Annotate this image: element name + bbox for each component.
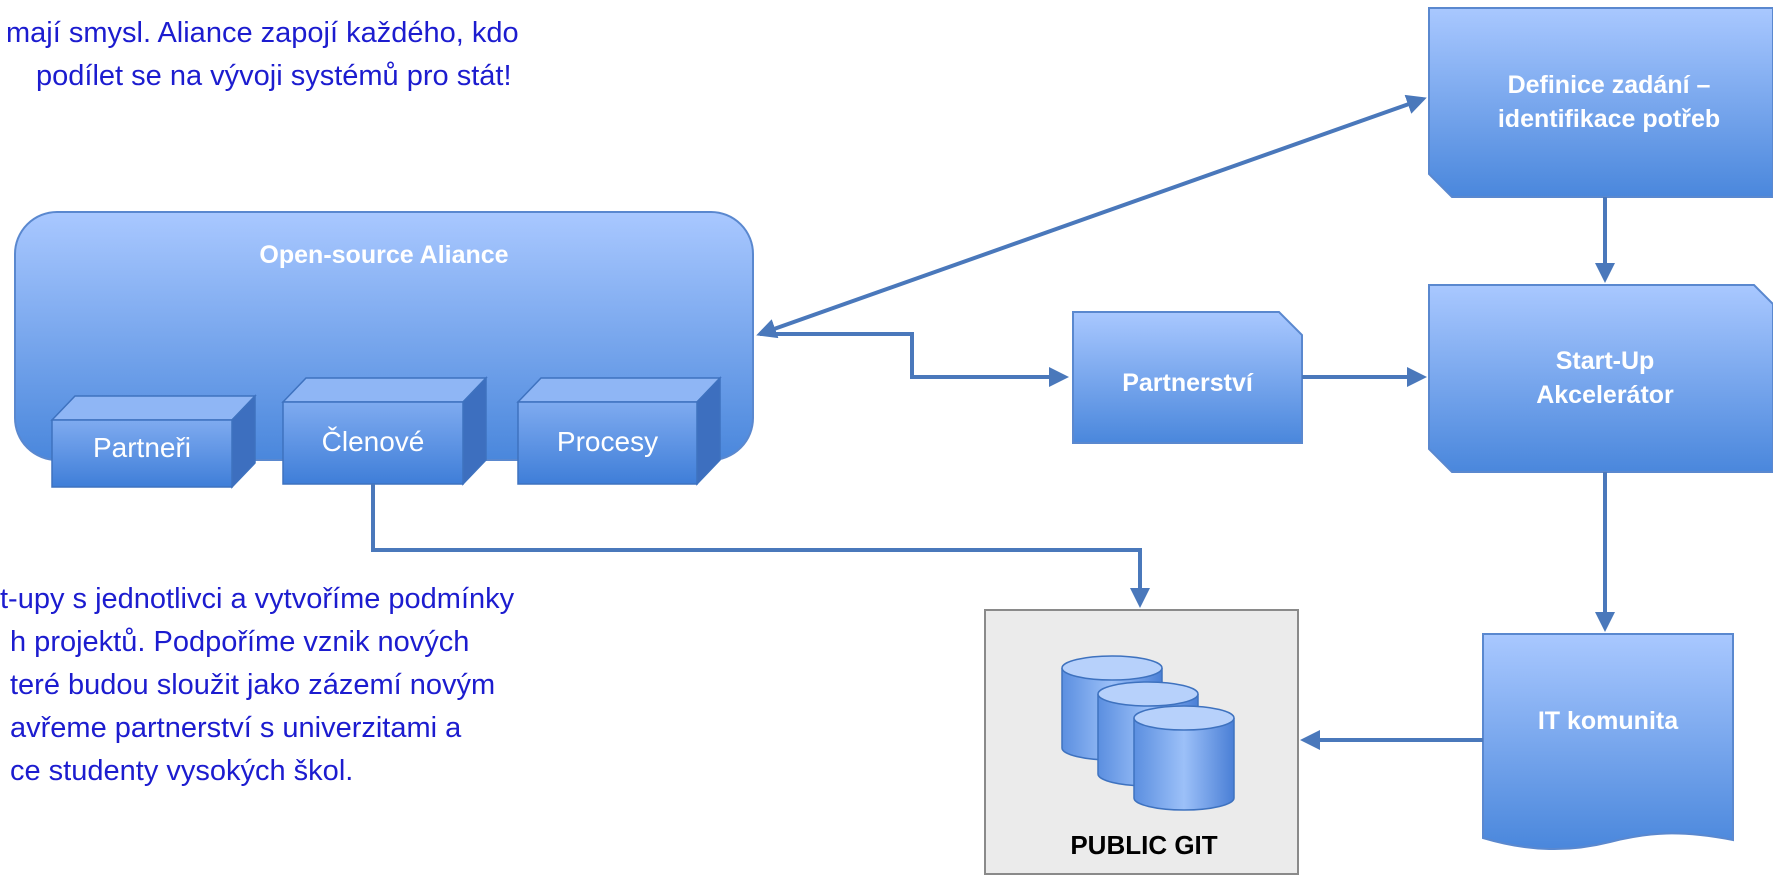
startup-node (1428, 284, 1773, 473)
definice-node (1428, 7, 1773, 198)
cube-procesy (516, 376, 722, 486)
cube-label-procesy: Procesy (556, 426, 659, 457)
intro-line: h projektů. Podpoříme vznik nových (10, 626, 470, 658)
intro-line: podílet se na vývoji systémů pro stát! (36, 60, 512, 92)
intro-line: avřeme partnerství s univerzitami a (10, 712, 462, 744)
cube-partneri (50, 394, 257, 489)
it-komunita-label: IT komunita (1537, 707, 1679, 735)
intro-line: mají smysl. Aliance zapojí každého, kdo (6, 17, 519, 49)
intro-line: teré budou sloužit jako zázemí novým (10, 669, 496, 701)
it-komunita-node (1482, 633, 1734, 851)
alliance-title: Open-source Aliance (259, 241, 509, 269)
intro-line: t-upy s jednotlivci a vytvoříme podmínky (0, 583, 515, 615)
intro-text-bottom: t-upy s jednotlivci a vytvoříme podmínky… (0, 578, 514, 793)
cube-clenove (281, 376, 488, 486)
partnerstvi-label: Partnerství (1122, 369, 1253, 397)
cube-label-partneri: Partneři (92, 432, 192, 463)
startup-label: Start-Up Akcelerátor (1536, 347, 1674, 409)
connector-alliance-partnerstvi (760, 332, 1069, 387)
intro-text-top: mají smysl. Aliance zapojí každého, kdo … (6, 12, 519, 98)
connector-alliance-definice (756, 94, 1427, 339)
public-git-label: PUBLIC GIT (1070, 830, 1218, 860)
connector-clenove-git (371, 484, 1150, 608)
definice-label: Definice zadání – identifikace potřeb (1497, 71, 1721, 133)
intro-line: ce studenty vysokých škol. (10, 755, 354, 787)
cube-label-clenove: Členové (321, 426, 425, 457)
database-icon (1061, 655, 1235, 811)
